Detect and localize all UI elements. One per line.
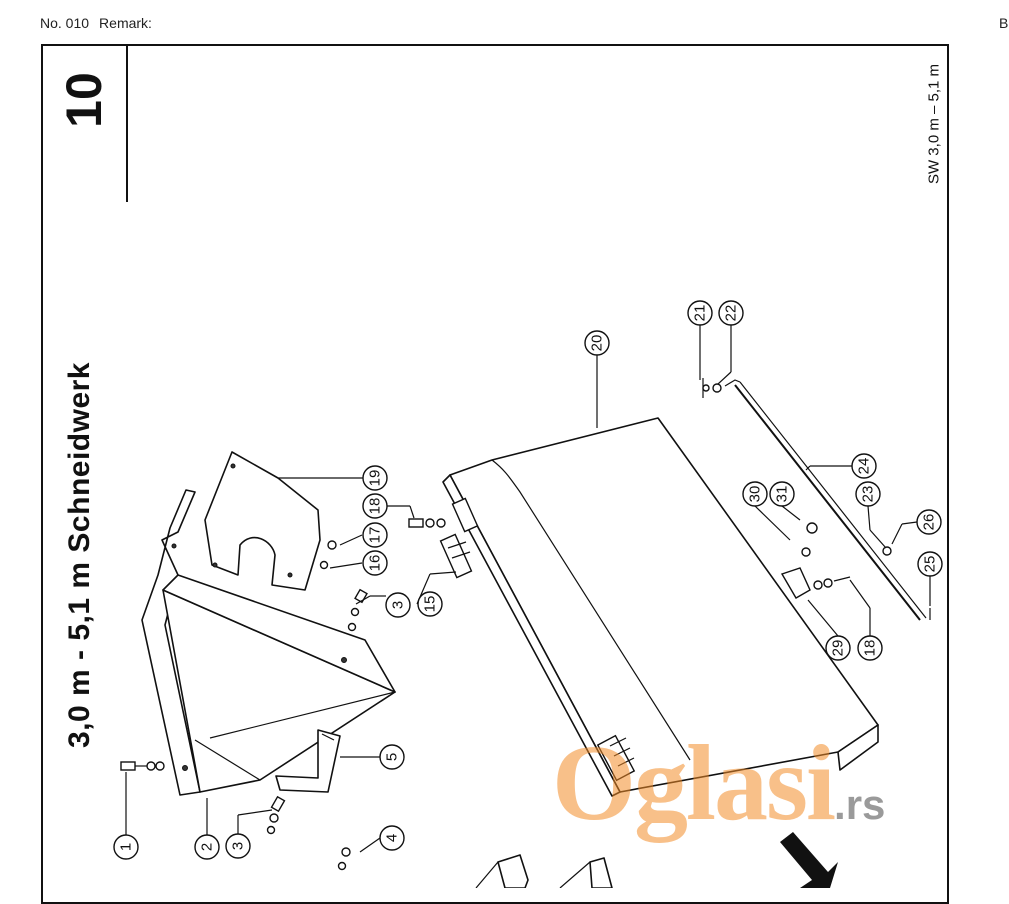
callout-29: 29 [825,635,851,661]
callout-19: 19 [362,465,388,491]
svg-text:22: 22 [723,305,740,322]
title-block-divider [126,46,128,202]
svg-text:29: 29 [830,640,847,657]
callout-24: 24 [851,453,877,479]
part-side-frame [141,489,396,796]
callout-21: 21 [687,300,713,326]
svg-text:23: 23 [860,486,877,503]
svg-text:4: 4 [384,834,401,842]
leader-lines [125,325,931,853]
svg-text:5: 5 [384,753,401,761]
callout-30: 30 [742,481,768,507]
callout-26: 26 [916,509,942,535]
svg-text:2: 2 [199,843,216,851]
svg-text:19: 19 [367,470,384,487]
svg-text:3: 3 [390,601,407,609]
part-hinge [439,497,811,599]
part-shield-plate [204,451,321,591]
svg-text:16: 16 [367,555,384,572]
callout-3-lower: 3 [225,833,251,859]
svg-text:25: 25 [922,556,939,573]
svg-text:24: 24 [856,458,873,475]
svg-text:15: 15 [422,596,439,613]
callout-1: 1 [113,834,139,860]
svg-text:20: 20 [589,335,606,352]
part-bottom-fragments [475,854,613,888]
svg-text:21: 21 [692,305,709,322]
callout-3-upper: 3 [385,592,411,618]
part-cover-panel [442,417,879,797]
callout-2: 2 [194,834,220,860]
callout-20: 20 [584,330,610,356]
part-u-bracket [275,729,341,793]
callout-22: 22 [718,300,744,326]
svg-text:30: 30 [747,486,764,503]
callout-31: 31 [769,481,795,507]
callout-17: 17 [362,522,388,548]
direction-arrow [780,832,838,888]
callout-15: 15 [417,591,443,617]
page-header: No. 010 Remark: [40,15,152,31]
remark-label: Remark: [99,15,152,31]
svg-text:17: 17 [367,527,384,544]
callout-4: 4 [379,825,405,851]
watermark-tld: .rs [834,781,886,828]
hardware-fasteners [120,383,892,871]
callout-18-lower: 18 [857,635,883,661]
svg-text:1: 1 [118,843,135,851]
callout-16: 16 [362,550,388,576]
doc-number: No. 010 [40,15,90,31]
callout-23: 23 [855,481,881,507]
svg-text:18: 18 [862,640,879,657]
svg-text:26: 26 [921,514,938,531]
svg-text:31: 31 [774,486,791,503]
corner-letter: B [999,15,1009,31]
svg-text:3: 3 [230,842,247,850]
callout-5: 5 [379,744,405,770]
svg-text:18: 18 [367,498,384,515]
watermark-brand: Oglasi [552,724,836,843]
callout-18-upper: 18 [362,493,388,519]
callout-25: 25 [917,551,943,577]
watermark-logo: Oglasi.rs [552,730,885,838]
